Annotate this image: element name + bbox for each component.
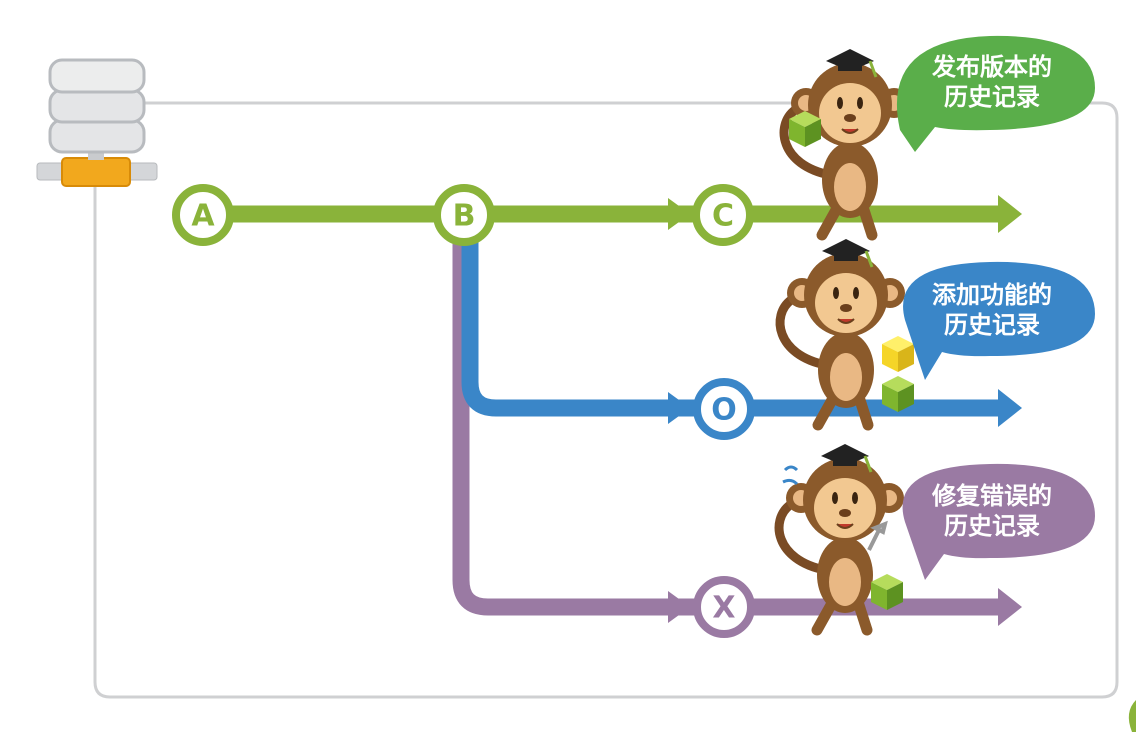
hotfix-branch <box>452 236 1022 626</box>
commit-node-a: A <box>172 184 234 246</box>
monkey-feature-icon <box>780 239 914 425</box>
commit-label-a: A <box>191 199 215 234</box>
monkey-hotfix-icon <box>779 444 904 630</box>
commit-node-c: C <box>692 184 754 246</box>
bubble-master-line1: 发布版本的 <box>931 53 1052 81</box>
bubble-feature-line2: 历史记录 <box>944 311 1040 339</box>
commit-label-x: X <box>712 591 735 626</box>
bubble-hotfix-line1: 修复错误的 <box>931 482 1052 510</box>
database-server-icon <box>36 58 158 187</box>
bubble-hotfix-line2: 历史记录 <box>944 512 1040 540</box>
commit-node-b: B <box>433 184 495 246</box>
commit-label-b: B <box>453 199 476 234</box>
bubble-master: 发布版本的 历史记录 <box>896 35 1095 152</box>
commit-label-c: C <box>712 199 734 234</box>
commit-label-o: O <box>711 393 737 428</box>
commit-node-o: O <box>693 378 755 440</box>
commit-node-x: X <box>693 576 755 638</box>
repository-frame <box>93 101 1119 699</box>
feature-branch <box>461 236 1022 427</box>
bubble-feature: 添加功能的 历史记录 <box>903 261 1095 380</box>
bubble-feature-line1: 添加功能的 <box>932 281 1052 309</box>
bubble-hotfix: 修复错误的 历史记录 <box>902 463 1095 580</box>
bubble-master-line2: 历史记录 <box>944 83 1040 111</box>
corner-leaf-icon <box>1128 700 1136 732</box>
